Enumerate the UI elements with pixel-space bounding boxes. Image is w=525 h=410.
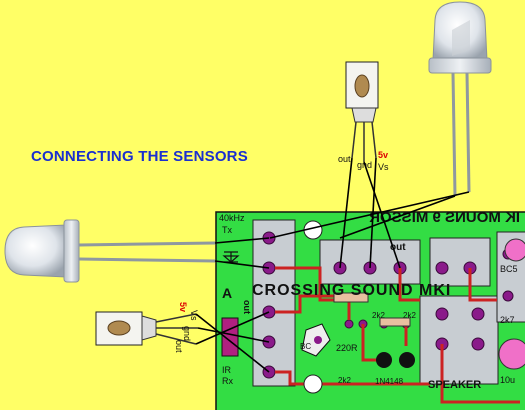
pcb-label-tx: Tx [222, 225, 232, 235]
pcb-label-1n4148: 1N4148 [375, 377, 404, 386]
ir-receiver-top [345, 61, 379, 162]
receiver-top-pin-vs: Vs [378, 162, 389, 172]
diagram-title: CONNECTING THE SENSORS [31, 148, 248, 165]
pcb-label-bc5: BC5 [500, 264, 518, 274]
receiver-left-pin-vs: Vs [189, 310, 199, 321]
receiver-top-voltage: 5v [378, 150, 388, 160]
pcb-label-10u: 10u [500, 375, 515, 385]
pcb-label-ir: IR [222, 365, 232, 375]
pcb-label-220r: 220R [336, 343, 358, 353]
pcb-label-2k2-b: 2k2 [403, 311, 416, 320]
pcb-label-rx: Rx [222, 376, 233, 386]
pcb-label-2k2-a: 2k2 [372, 311, 385, 320]
receiver-top-pin-out: out [338, 154, 351, 164]
led-left [4, 219, 216, 283]
receiver-left-pin-out: out [174, 340, 184, 353]
ir-receiver-left [95, 311, 198, 346]
pcb-title: CROSSING SOUND MKI [252, 282, 451, 299]
pcb-label-out-top: out [390, 242, 406, 253]
pcb-label-40khz: 40kHz [219, 213, 245, 223]
receiver-left-voltage: 5v [178, 302, 188, 312]
pcb-label-speaker: SPEAKER [428, 379, 481, 391]
receiver-left-pin-gnd: gnd [182, 326, 192, 341]
pcb-label-2k2-c: 2k2 [338, 376, 351, 385]
pcb-label-bc-left: BC [300, 342, 311, 351]
pcb-label-a: A [222, 285, 232, 301]
pcb-label-out-left: out [242, 300, 252, 314]
led-top-right [428, 1, 492, 197]
connection-wires [195, 157, 470, 373]
pcb-mirror-text: IK MOUNS 9 MISSOR [369, 209, 520, 226]
pcb-label-2k7: 2k7 [500, 315, 515, 325]
